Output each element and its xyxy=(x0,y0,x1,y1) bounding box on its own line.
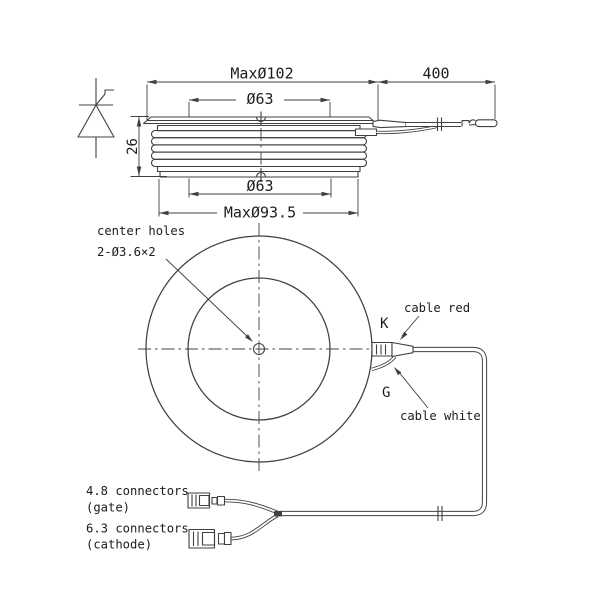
thyristor-symbol xyxy=(77,78,115,158)
gate-connector xyxy=(187,492,226,509)
cable-white-label: cable white xyxy=(400,409,481,423)
kg-connector xyxy=(371,341,414,372)
cable-run xyxy=(224,346,488,541)
cathode-lead-boot xyxy=(372,119,407,129)
connector-boot xyxy=(391,341,414,358)
leader-arrow xyxy=(245,334,253,342)
dim-top-pole-face-text: Ø63 xyxy=(246,90,273,108)
dimensions: MaxØ102 400 Ø63 26 xyxy=(125,65,496,222)
ceramic-fin xyxy=(150,137,368,146)
cable-red-label: cable red xyxy=(404,301,470,315)
center-hole xyxy=(252,342,266,356)
white-cable-curve xyxy=(371,355,397,372)
ceramic-fin xyxy=(150,151,368,160)
ceramic-lower-band xyxy=(156,165,361,173)
dim-bottom-pole-face-text: Ø63 xyxy=(246,177,273,195)
gate-connector-kind-label: (gate) xyxy=(86,501,130,515)
cathode-connector-kind-label: (cathode) xyxy=(86,538,152,552)
gate-connector-size-label: 4.8 connectors xyxy=(86,484,189,498)
leader-arrow xyxy=(394,367,402,376)
bottom-flange xyxy=(159,170,359,178)
dim-cable-length: 400 xyxy=(378,65,496,119)
center-holes-annotation: center holes 2-Ø3.6×2 xyxy=(97,224,253,342)
ceramic-neck xyxy=(156,124,361,132)
dim-max-outer: MaxØ102 xyxy=(146,65,379,121)
gate-lead xyxy=(95,89,114,106)
dim-bottom-pole-face: Ø63 xyxy=(188,177,332,198)
side-view-cable xyxy=(354,117,498,137)
ceramic-fin xyxy=(150,144,368,153)
main-cable xyxy=(277,346,488,517)
leader-line xyxy=(165,258,251,340)
k-label: K xyxy=(380,316,389,332)
leader-line xyxy=(397,370,429,409)
ceramic-fin xyxy=(150,129,368,139)
leader-arrow xyxy=(400,331,408,340)
dim-max-outer-text: MaxØ102 xyxy=(230,65,293,83)
ceramic-fin xyxy=(150,158,368,168)
inner-circle xyxy=(187,277,331,421)
center-holes-note-line1: center holes xyxy=(97,224,185,238)
dim-max-bottom: MaxØ93.5 xyxy=(158,179,359,222)
dim-height: 26 xyxy=(125,116,167,177)
connector-labels: 4.8 connectors (gate) 6.3 connectors (ca… xyxy=(86,484,189,552)
cable-end-terminal xyxy=(461,119,498,128)
gate-wire xyxy=(224,498,279,515)
cathode-connector-size-label: 6.3 connectors xyxy=(86,522,189,536)
connector-body xyxy=(371,341,393,357)
side-view xyxy=(142,111,378,182)
front-view xyxy=(138,223,373,473)
center-holes-note-line2: 2-Ø3.6×2 xyxy=(97,245,156,259)
cathode-connector xyxy=(188,528,232,549)
dim-top-pole-face: Ø63 xyxy=(188,90,331,117)
wire-junction xyxy=(274,511,282,517)
dim-max-bottom-text: MaxØ93.5 xyxy=(224,204,296,222)
gate-lead-terminal xyxy=(354,128,378,137)
dim-cable-length-text: 400 xyxy=(422,65,449,83)
terminal-labels: K G cable red cable white xyxy=(380,301,481,423)
g-label: G xyxy=(382,385,390,401)
dim-height-text: 26 xyxy=(125,138,141,155)
